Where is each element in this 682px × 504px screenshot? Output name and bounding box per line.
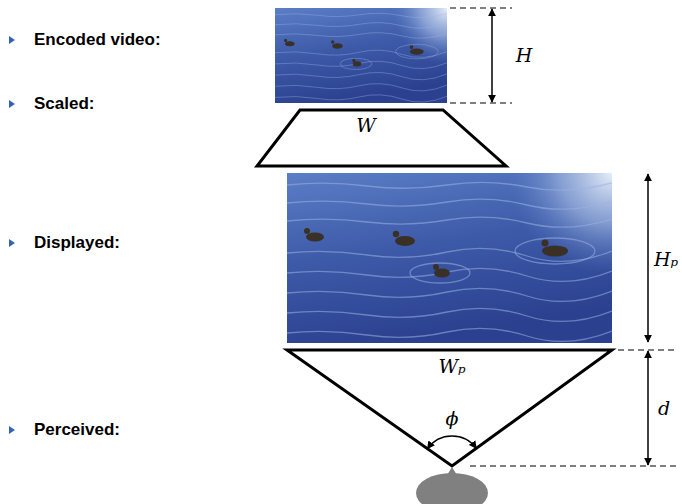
- dimension-label: H: [516, 45, 533, 66]
- bullet: [9, 36, 15, 44]
- bullet: [9, 239, 15, 247]
- encoded-video-image: [275, 8, 447, 103]
- dimension-label: W: [356, 115, 376, 136]
- height-arrow: [647, 174, 649, 342]
- dimension-label: Wₚ: [438, 356, 465, 377]
- angle-arc: [428, 436, 477, 449]
- viewer-head: [416, 467, 488, 504]
- angle-label: ϕ: [446, 408, 459, 429]
- height-arrow: [491, 9, 493, 102]
- bullet: [9, 100, 15, 108]
- row-label: Encoded video:: [34, 31, 161, 50]
- row-label: Displayed:: [34, 234, 120, 253]
- row-label: Perceived:: [34, 421, 120, 440]
- dimension-guides: [450, 8, 512, 103]
- bullets: [9, 36, 15, 434]
- scaling-trapezoid: [257, 110, 506, 166]
- distance-arrow: [647, 351, 649, 465]
- dimension-guides: [470, 350, 678, 466]
- viewing-triangle: [287, 350, 612, 466]
- dimension-label: d: [658, 398, 670, 419]
- bullet: [9, 426, 15, 434]
- displayed-video-image: [287, 173, 612, 343]
- row-label: Scaled:: [34, 95, 94, 114]
- dimension-label: Hₚ: [654, 249, 678, 270]
